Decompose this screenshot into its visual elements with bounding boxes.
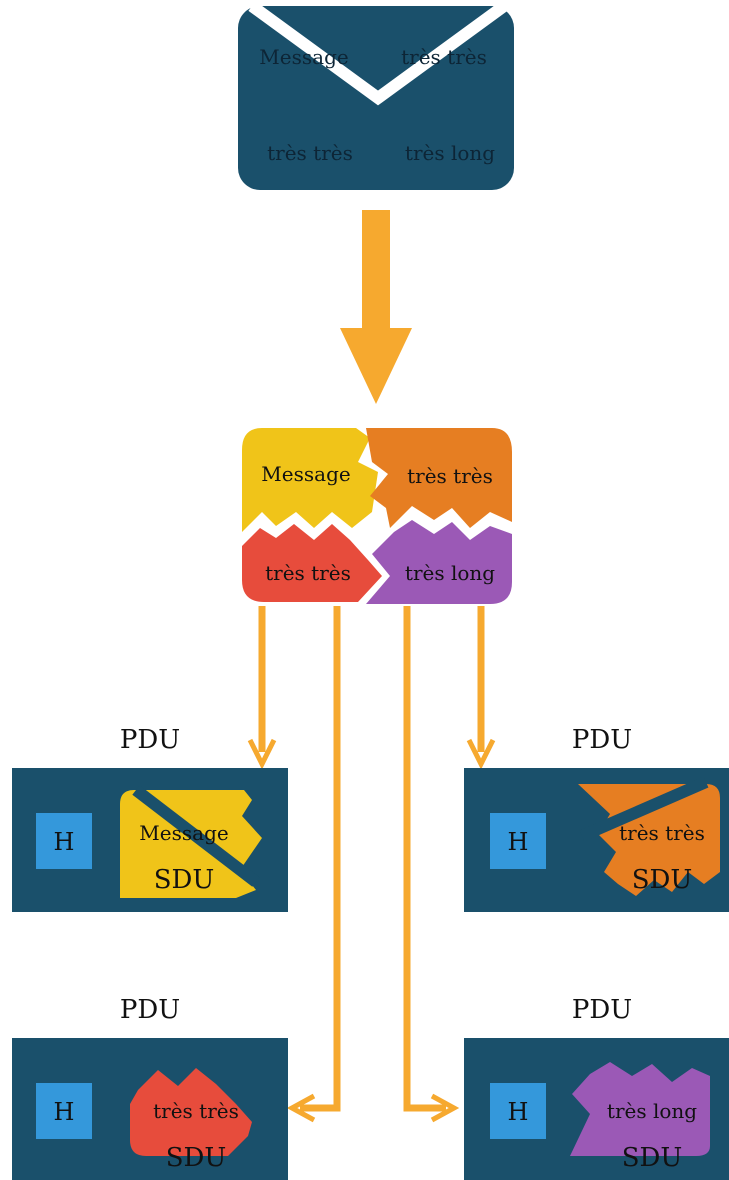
sdu-label: SDU — [166, 1143, 227, 1173]
sdu-label: SDU — [632, 865, 693, 895]
sdu-fragment-text: Message — [139, 821, 228, 845]
pdu-label: PDU — [120, 725, 180, 755]
fragmented-envelope: Message très très très très très long — [242, 428, 512, 604]
pdu-label: PDU — [120, 995, 180, 1025]
arrowhead-2 — [466, 738, 496, 770]
envelope-text-1: Message — [259, 45, 348, 69]
sdu-fragment-text: très très — [619, 821, 705, 845]
pdu-3: PDU H très très SDU — [12, 995, 288, 1180]
fragment-text-4: très long — [405, 561, 495, 585]
sdu-fragment-yellow — [120, 790, 262, 898]
envelope-text-3: très très — [267, 141, 353, 165]
header-label: H — [54, 828, 75, 856]
message-envelope: Message très très très très très long — [238, 1, 514, 190]
fragment-red — [242, 524, 382, 602]
arrowhead-3 — [286, 1093, 316, 1123]
sdu-fragment-text: très très — [153, 1099, 239, 1123]
arrowhead-4 — [430, 1093, 460, 1123]
arrow-to-pdu-3 — [300, 606, 341, 1112]
header-block — [36, 1083, 92, 1139]
fragment-orange — [366, 428, 512, 528]
envelope-text-4: très long — [405, 141, 495, 165]
pdu-label: PDU — [572, 995, 632, 1025]
fragment-purple — [366, 520, 512, 604]
sdu-fragment-text: très long — [607, 1099, 697, 1123]
envelope-text-2: très très — [401, 45, 487, 69]
sdu-crease — [579, 776, 709, 842]
envelope-flap — [248, 1, 508, 106]
connector-arrows — [247, 606, 496, 1123]
header-block — [490, 1083, 546, 1139]
header-block — [490, 813, 546, 869]
fragment-text-2: très très — [407, 464, 493, 488]
arrow-to-pdu-4 — [403, 606, 446, 1112]
pdu-4: PDU H très long SDU — [464, 995, 729, 1180]
sdu-fragment-red — [130, 1068, 252, 1156]
header-label: H — [508, 1098, 529, 1126]
sdu-fragment-orange — [578, 784, 720, 896]
pdu-2: PDU H très très SDU — [464, 725, 729, 912]
fragment-yellow — [242, 428, 378, 532]
arrowhead-1 — [247, 738, 277, 770]
pdu-label: PDU — [572, 725, 632, 755]
header-block — [36, 813, 92, 869]
sdu-fragment-purple — [570, 1062, 710, 1156]
header-label: H — [508, 828, 529, 856]
fragment-text-1: Message — [261, 462, 350, 486]
sdu-label: SDU — [154, 865, 215, 895]
fragmentation-arrow — [340, 210, 412, 404]
fragment-text-3: très très — [265, 561, 351, 585]
header-label: H — [54, 1098, 75, 1126]
sdu-crease — [132, 785, 260, 887]
sdu-label: SDU — [622, 1143, 683, 1173]
pdu-1: PDU H Message SDU — [12, 725, 288, 912]
